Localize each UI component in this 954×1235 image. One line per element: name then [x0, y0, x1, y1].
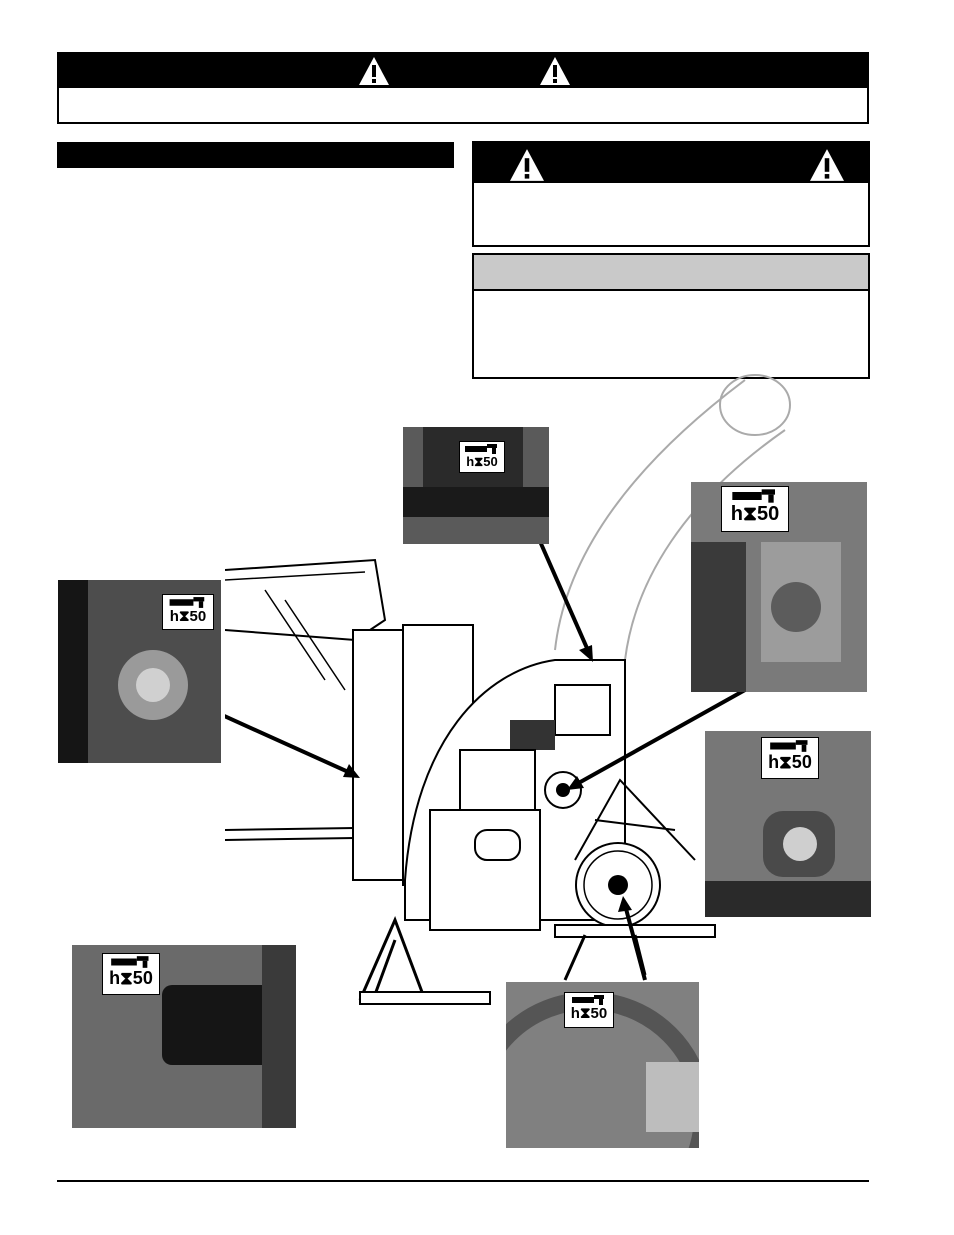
grease-interval-text: h⧗50 [109, 968, 153, 988]
machine-line-drawing [225, 374, 791, 1005]
photo-right-mid-bearing: h⧗50 [705, 731, 871, 917]
grease-interval-label: h⧗50 [721, 486, 789, 532]
grease-gun-icon [111, 956, 149, 968]
grease-interval-label: h⧗50 [564, 992, 614, 1028]
footer-rule [57, 1180, 869, 1182]
grease-interval-label: h⧗50 [102, 953, 160, 995]
grease-gun-icon [572, 995, 604, 1005]
notice-box-header [474, 255, 868, 291]
grease-gun-icon [732, 489, 775, 503]
photo-right-top-bearing: h⧗50 [691, 482, 867, 692]
grease-interval-text: h⧗50 [768, 752, 812, 772]
warning-triangle-icon [359, 57, 389, 85]
warning-box [472, 141, 870, 247]
warning-triangle-icon [540, 57, 570, 85]
photo-cyclone-bearing: h⧗50 [403, 427, 549, 544]
section-header-bar [57, 142, 454, 168]
photo-pulley-bearing: h⧗50 [506, 982, 699, 1148]
warning-box-header [474, 143, 868, 183]
photo-bottom-left-bearing: h⧗50 [72, 945, 296, 1128]
top-warning-body [57, 88, 869, 124]
grease-gun-icon [169, 597, 205, 608]
grease-interval-text: h⧗50 [730, 503, 780, 525]
grease-interval-text: h⧗50 [570, 1005, 608, 1022]
notice-box [472, 253, 870, 379]
grease-gun-icon [770, 740, 808, 752]
grease-interval-label: h⧗50 [459, 441, 505, 473]
photo-left-bearing: h⧗50 [58, 580, 221, 763]
grease-interval-label: h⧗50 [761, 737, 819, 779]
grease-interval-label: h⧗50 [162, 594, 214, 630]
warning-triangle-icon [510, 149, 544, 181]
warning-triangle-icon [810, 149, 844, 181]
grease-interval-text: h⧗50 [169, 608, 207, 625]
grease-gun-icon [465, 444, 497, 454]
top-warning-banner [57, 52, 869, 88]
grease-interval-text: h⧗50 [466, 454, 498, 469]
